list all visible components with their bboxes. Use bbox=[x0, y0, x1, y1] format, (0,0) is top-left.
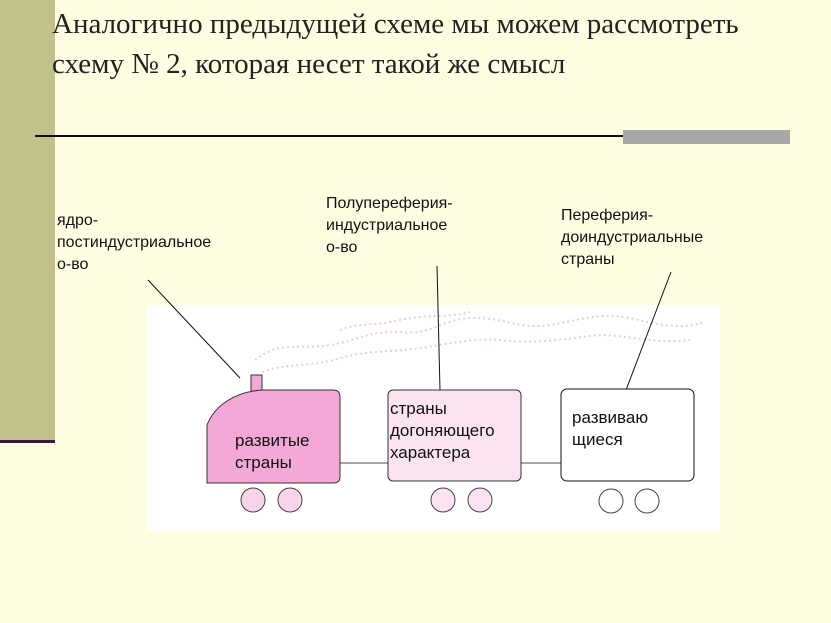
wheel bbox=[431, 488, 455, 512]
label-periphery: Переферия- доиндустриальные страны bbox=[561, 205, 703, 271]
locomotive-label: развитые страны bbox=[235, 430, 310, 474]
wheel bbox=[278, 488, 302, 512]
wagon-middle-label: страны догоняющего характера bbox=[390, 398, 495, 464]
locomotive-chimney bbox=[251, 375, 262, 392]
label-semi-periphery: Полупереферия- индустриальное о-во bbox=[326, 193, 453, 259]
label-core: ядро- постиндустриальное о-во bbox=[57, 210, 211, 276]
pointer-semi bbox=[437, 266, 440, 390]
wheel bbox=[635, 489, 659, 513]
wheel bbox=[599, 489, 623, 513]
wheel bbox=[241, 488, 265, 512]
wagon-last-label: развиваю щиеся bbox=[572, 407, 648, 451]
wheel bbox=[468, 488, 492, 512]
smoke-cloud bbox=[255, 312, 705, 372]
pointer-core bbox=[148, 280, 240, 378]
pointer-periphery bbox=[626, 272, 671, 390]
